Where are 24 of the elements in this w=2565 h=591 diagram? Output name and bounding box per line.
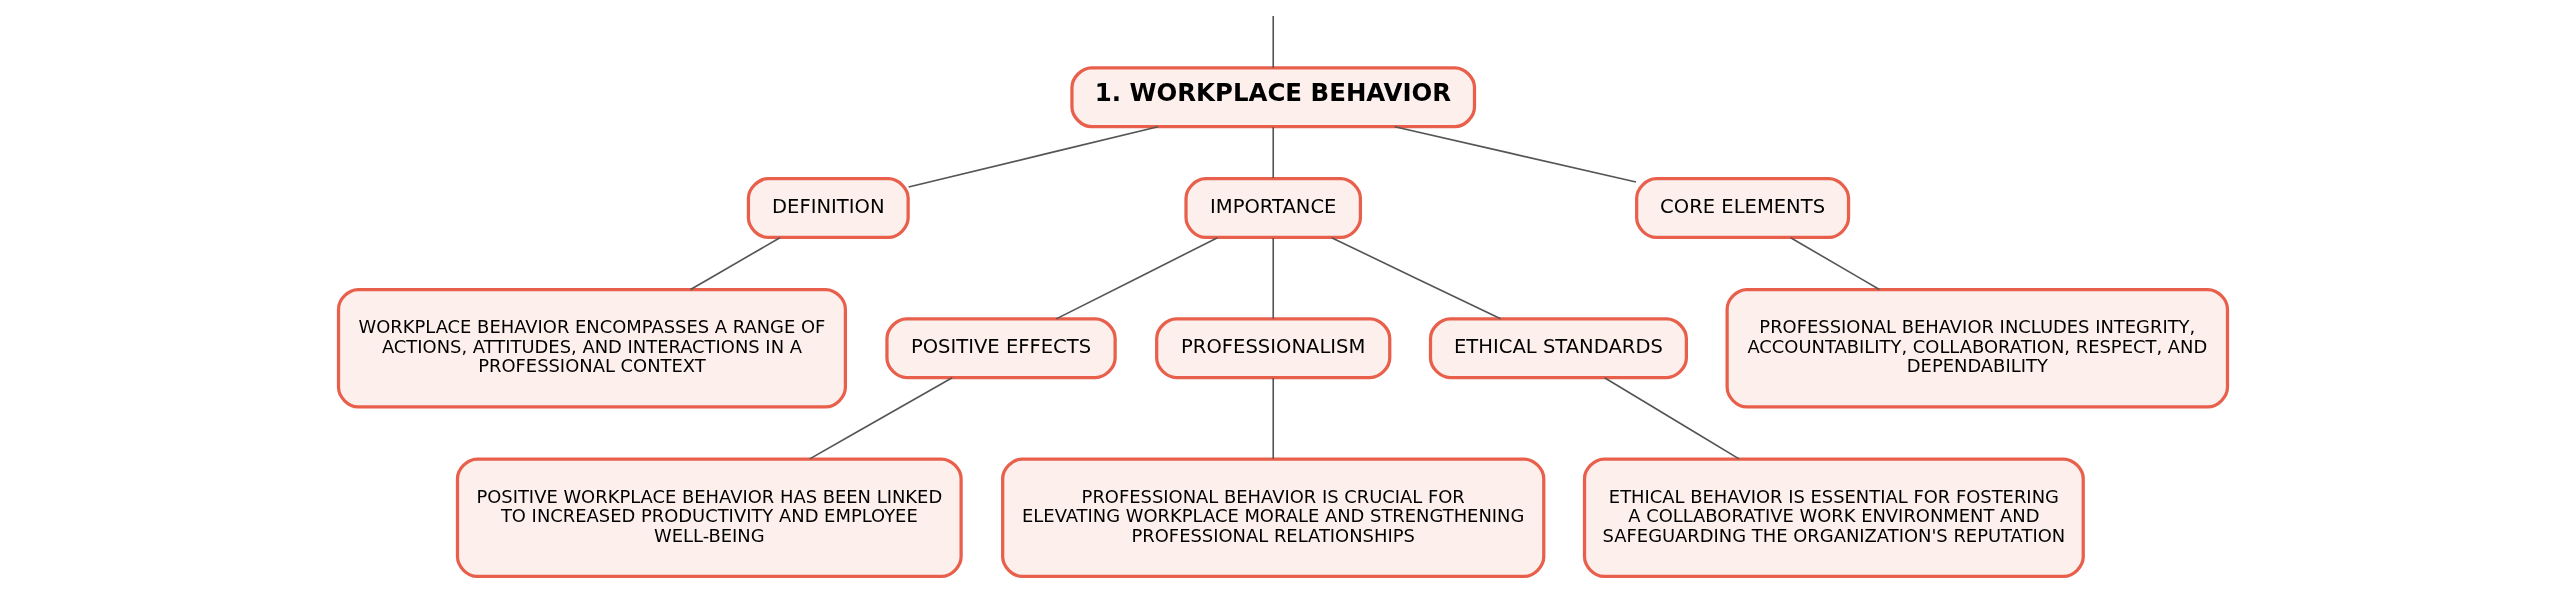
node-box: ETHICAL STANDARDS	[1428, 317, 1688, 380]
node-box: IMPORTANCE	[1183, 177, 1362, 240]
connector	[1330, 236, 1501, 320]
node-box: 1. WORKPLACE BEHAVIOR	[1069, 66, 1476, 129]
connector	[907, 125, 1159, 188]
connector	[689, 236, 781, 291]
node-box: PROFESSIONAL BEHAVIOR IS CRUCIAL FOR ELEVATING WORKPLACE MORALE AND STRENGTHENING PROFESSIONAL RELATIONSHIPS	[1000, 457, 1545, 579]
node-box: PROFESSIONALISM	[1154, 317, 1391, 380]
connector	[1393, 125, 1637, 183]
connector	[1603, 376, 1740, 460]
node-box: PROFESSIONAL BEHAVIOR INCLUDES INTEGRITY, ACCOUNTABILITY, COLLABORATION, RESPECT, AND DEPENDABILITY	[1725, 287, 2229, 409]
node-box: POSITIVE WORKPLACE BEHAVIOR HAS BEEN LINKED TO INCREASED PRODUCTIVITY AND EMPLOYEE WELL-BEING	[455, 457, 963, 579]
connector	[808, 376, 953, 460]
node-box: WORKPLACE BEHAVIOR ENCOMPASSES A RANGE OF ACTIONS, ATTITUDES, AND INTERACTIONS IN A PROFESSIONAL CONTEXT	[336, 287, 847, 409]
node-box: CORE ELEMENTS	[1634, 177, 1850, 240]
node-box: ETHICAL BEHAVIOR IS ESSENTIAL FOR FOSTERING A COLLABORATIVE WORK ENVIRONMENT AND SAFEGUARDING THE ORGANIZATION'S REPUTATION	[1582, 457, 2085, 579]
node-box: POSITIVE EFFECTS	[884, 317, 1117, 380]
connector	[1271, 15, 1274, 69]
connector	[1271, 377, 1274, 460]
node-box: DEFINITION	[746, 177, 910, 240]
connector	[1271, 237, 1274, 320]
connector	[1054, 236, 1218, 320]
connector	[1271, 126, 1274, 179]
connector	[1789, 236, 1880, 291]
